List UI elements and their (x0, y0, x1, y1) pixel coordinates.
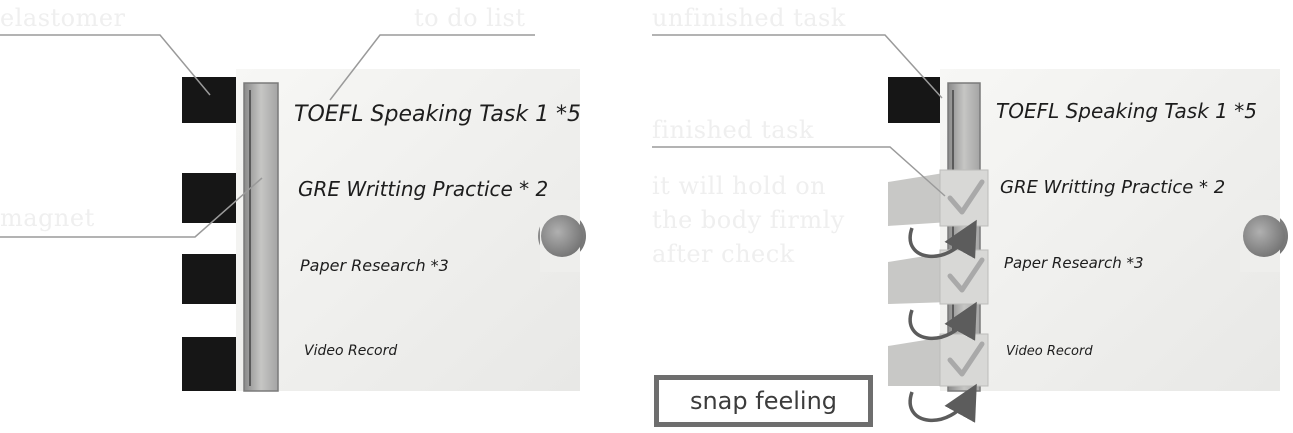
callout-finished-desc-2: the body firmly (652, 206, 845, 234)
callout-finished-desc-3: after check (652, 240, 795, 268)
callout-todo-list: to do list (414, 4, 526, 32)
leader-line-magnet (0, 177, 263, 238)
leader-line-todo (329, 34, 535, 101)
magnet-knob-face (1243, 215, 1285, 257)
check-flap (888, 249, 989, 305)
callout-unfinished-task: unfinished task (652, 4, 846, 32)
right-prototype (888, 69, 1288, 423)
callout-elastomer: elastomer (0, 4, 126, 32)
task-2-text: GRE Writting Practice * 2 (1000, 177, 1225, 198)
task-1-text: TOEFL Speaking Task 1 *5 (996, 99, 1257, 123)
magnet-knob-face (541, 215, 583, 257)
snap-arrow (908, 301, 977, 341)
task-4-text: Video Record (304, 343, 397, 359)
elastomer-tab (182, 77, 244, 123)
elastomer-tab (888, 77, 948, 123)
elastomer-tab (182, 254, 244, 304)
left-prototype (182, 69, 586, 392)
callout-finished-desc-1: it will hold on (652, 172, 827, 200)
leader-line-unfinished (652, 34, 943, 99)
snap-arrow (908, 219, 977, 259)
snap-feeling-box: snap feeling (654, 375, 873, 427)
elastomer-tab (182, 337, 244, 391)
callout-magnet: magnet (0, 204, 95, 232)
todo-card (236, 69, 580, 391)
snap-feeling-label: snap feeling (689, 387, 838, 415)
task-3-text: Paper Research *3 (300, 256, 449, 275)
callout-finished-task: finished task (652, 116, 814, 144)
task-2-text: GRE Writting Practice * 2 (298, 177, 548, 201)
check-flap (888, 333, 989, 387)
check-flap (888, 169, 989, 227)
leader-line-elastomer (0, 34, 211, 96)
leader-line-finished (652, 146, 946, 197)
todo-card (940, 69, 1280, 391)
task-1-text: TOEFL Speaking Task 1 *5 (294, 102, 581, 127)
task-4-text: Video Record (1006, 344, 1093, 359)
task-3-text: Paper Research *3 (1004, 254, 1144, 272)
snap-arrow (908, 383, 977, 423)
elastomer-tab (182, 173, 244, 223)
